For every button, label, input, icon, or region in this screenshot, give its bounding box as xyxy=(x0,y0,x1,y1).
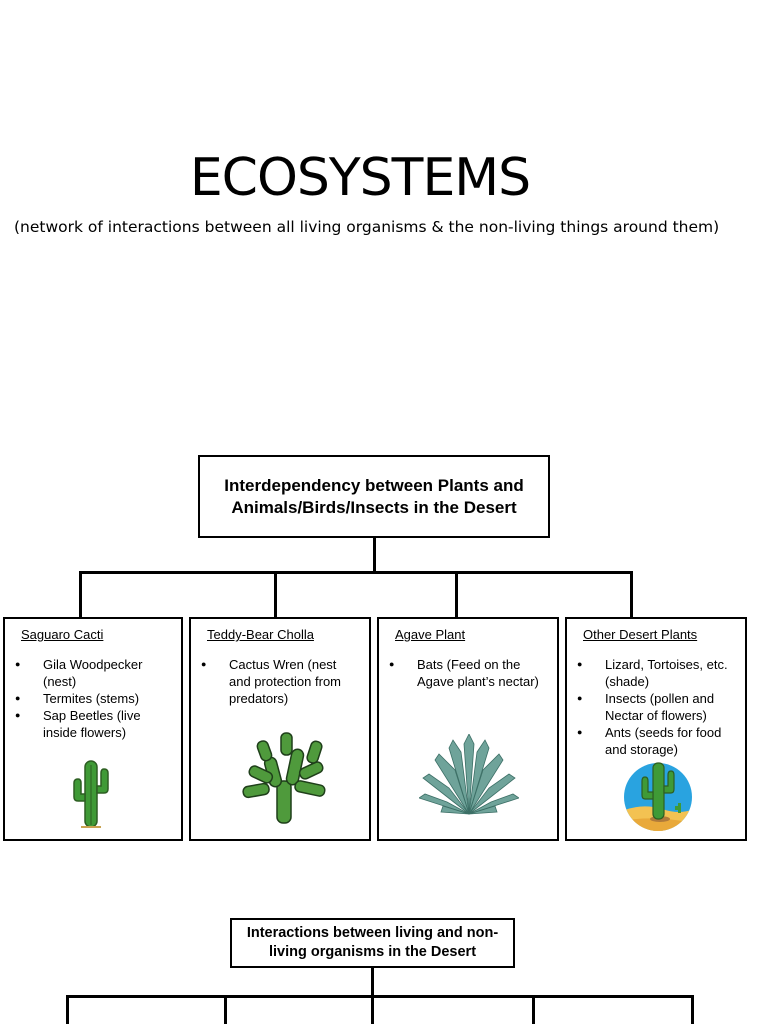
card-teddy-bear-cholla: Teddy-Bear Cholla Cactus Wren (nest and … xyxy=(189,617,371,841)
diagram1-connector-drop-2 xyxy=(274,571,277,618)
list-item: Gila Woodpecker (nest) xyxy=(15,656,173,690)
agave-plant-icon xyxy=(419,734,519,815)
diagram1-connector-drop-1 xyxy=(79,571,82,618)
saguaro-cactus-icon xyxy=(73,760,109,828)
list-item: Sap Beetles (live inside flowers) xyxy=(15,707,173,741)
desert-scene-icon xyxy=(624,762,692,831)
list-item: Lizard, Tortoises, etc. (shade) xyxy=(577,656,737,690)
card-title: Saguaro Cacti xyxy=(21,627,104,642)
diagram2-connector-drop-1 xyxy=(66,995,69,1024)
diagram2-connector-drop-5 xyxy=(691,995,694,1024)
card-saguaro-cacti: Saguaro Cacti Gila Woodpecker (nest) Ter… xyxy=(3,617,183,841)
list-item: Insects (pollen and Nectar of flowers) xyxy=(577,690,737,724)
card-list: Bats (Feed on the Agave plant’s nectar) xyxy=(389,656,549,690)
diagram1-root-label: Interdependency between Plants and Anima… xyxy=(224,475,524,517)
list-item: Termites (stems) xyxy=(15,690,173,707)
diagram2-root-box: Interactions between living and non-livi… xyxy=(230,918,515,968)
page-subtitle: (network of interactions between all liv… xyxy=(14,218,720,236)
list-item: Cactus Wren (nest and protection from pr… xyxy=(201,656,361,707)
card-other-desert-plants: Other Desert Plants Lizard, Tortoises, e… xyxy=(565,617,747,841)
diagram2-connector-drop-2 xyxy=(224,995,227,1024)
diagram1-connector-bar xyxy=(79,571,633,574)
list-item: Ants (seeds for food and storage) xyxy=(577,724,737,758)
diagram1-connector-trunk xyxy=(373,538,376,573)
diagram1-connector-drop-4 xyxy=(630,571,633,618)
card-list: Lizard, Tortoises, etc. (shade) Insects … xyxy=(577,656,737,758)
diagram1-connector-drop-3 xyxy=(455,571,458,618)
diagram2-connector-trunk xyxy=(371,968,374,998)
diagram2-connector-drop-4 xyxy=(532,995,535,1024)
diagram2-connector-drop-3 xyxy=(371,995,374,1024)
page-title: ECOSYSTEMS xyxy=(189,148,531,208)
card-agave-plant: Agave Plant Bats (Feed on the Agave plan… xyxy=(377,617,559,841)
diagram1-root-box: Interdependency between Plants and Anima… xyxy=(198,455,550,538)
diagram2-connector-bar xyxy=(66,995,694,998)
card-title: Teddy-Bear Cholla xyxy=(207,627,314,642)
card-list: Gila Woodpecker (nest) Termites (stems) … xyxy=(15,656,173,741)
card-list: Cactus Wren (nest and protection from pr… xyxy=(201,656,361,707)
diagram2-root-label: Interactions between living and non-livi… xyxy=(246,925,499,960)
card-title: Agave Plant xyxy=(395,627,466,642)
list-item: Bats (Feed on the Agave plant’s nectar) xyxy=(389,656,549,690)
cholla-cactus-icon xyxy=(242,732,326,824)
card-title: Other Desert Plants xyxy=(583,627,698,642)
